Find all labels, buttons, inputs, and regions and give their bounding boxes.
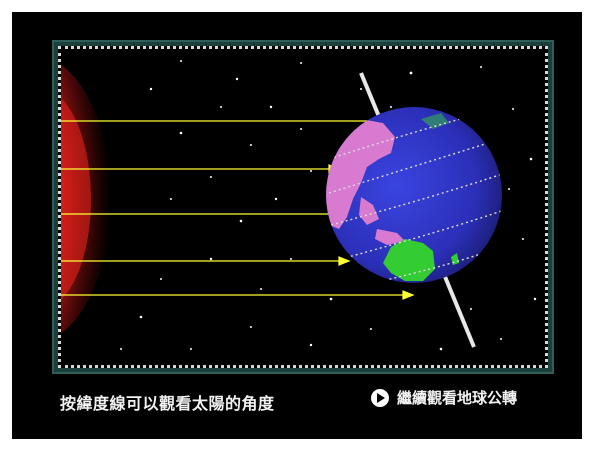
earth: [326, 107, 502, 283]
asia-landmass: [326, 119, 395, 229]
earth-sun-scene: [61, 60, 537, 351]
australia-landmass: [383, 239, 435, 281]
sun: [61, 64, 111, 334]
continue-button-label[interactable]: 繼續觀看地球公轉: [397, 389, 518, 407]
animation-frame: [52, 40, 554, 374]
animation-stage: [58, 46, 548, 368]
latitude-caption: 按緯度線可以觀看太陽的角度: [60, 394, 275, 413]
play-icon[interactable]: [371, 388, 389, 407]
continue-revolution-button[interactable]: 繼續觀看地球公轉: [371, 387, 517, 408]
app-window: 按緯度線可以觀看太陽的角度 繼續觀看地球公轉: [12, 12, 582, 439]
star-field: [120, 60, 537, 351]
